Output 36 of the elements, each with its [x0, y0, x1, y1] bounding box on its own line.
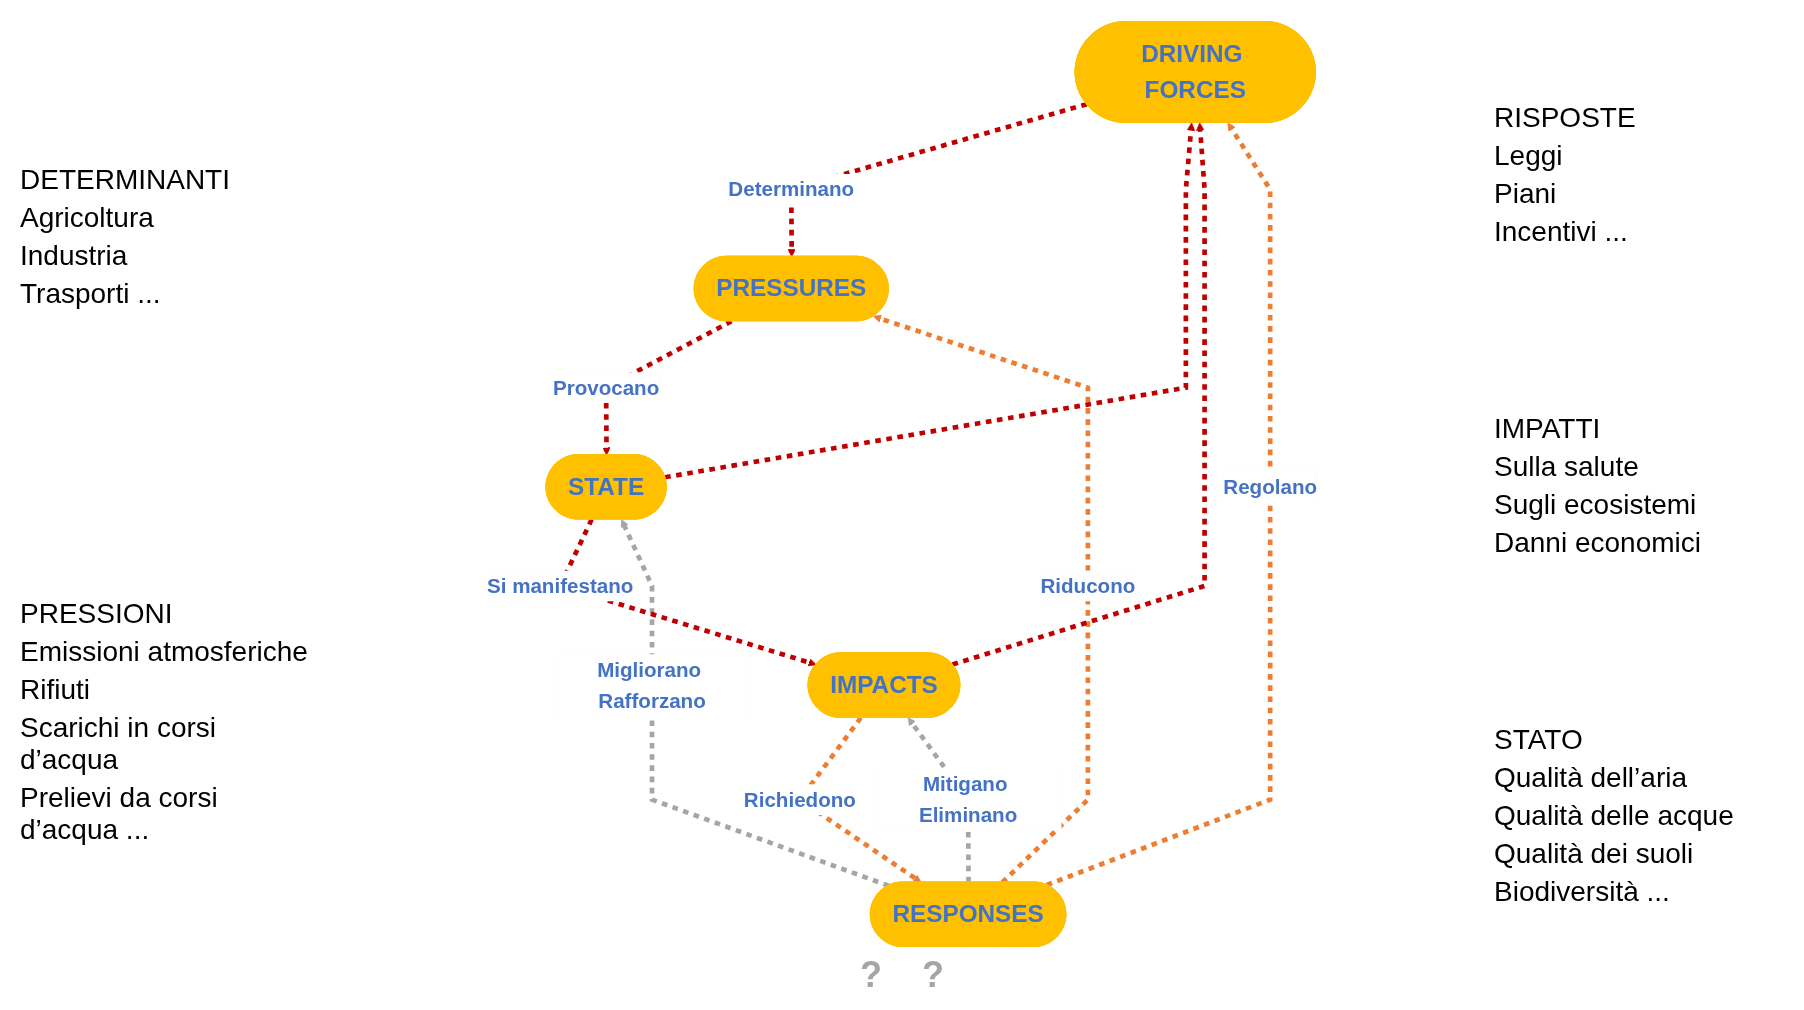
- edge-label: Richiedono: [743, 787, 856, 812]
- edge-label: Mitigano Eliminano: [918, 772, 1018, 827]
- list-item: Incentivi ...: [1494, 216, 1629, 249]
- list-item: Rifiuti: [20, 674, 91, 706]
- category-heading: STATO: [1494, 723, 1584, 756]
- list-item: Sugli ecosistemi: [1494, 489, 1698, 521]
- category-heading: IMPATTI: [1494, 413, 1602, 445]
- list-item: Qualità dell’aria: [1494, 761, 1688, 794]
- edge-label: Riducono: [1040, 574, 1136, 598]
- category-heading: RISPOSTE: [1494, 102, 1637, 135]
- arrow: [1045, 122, 1273, 888]
- list-item: Qualità dei suoli: [1494, 837, 1695, 870]
- edge-label: Si manifestano: [486, 574, 634, 598]
- list-item: Emissioni atmosferiche: [20, 636, 309, 668]
- list-item: Sulla salute: [1494, 451, 1640, 483]
- list-item: Industria: [20, 240, 129, 272]
- question-mark-note: ?: [860, 954, 882, 996]
- list-item: Agricoltura: [20, 202, 155, 234]
- arrow: [951, 122, 1207, 667]
- arrow: [620, 519, 890, 888]
- category-heading: PRESSIONI: [20, 598, 174, 630]
- category-heading: DETERMINANTI: [20, 164, 231, 196]
- edge-label: Regolano: [1223, 475, 1318, 499]
- edge-label: Determinano: [728, 177, 855, 202]
- list-item: Danni economici: [1494, 527, 1702, 559]
- edge-label: Migliorano Rafforzano: [597, 657, 706, 713]
- list-item: Trasporti ...: [20, 278, 162, 310]
- edge-label: Provocano: [552, 375, 660, 400]
- arrow: [664, 122, 1196, 480]
- question-mark-note: ?: [922, 954, 944, 996]
- list-item: Prelievi da corsi d’acqua ...: [20, 782, 219, 846]
- list-item: Leggi: [1494, 140, 1564, 173]
- list-item: Scarichi in corsi d’acqua: [20, 712, 218, 776]
- list-item: Biodiversità ...: [1494, 875, 1671, 908]
- list-item: Piani: [1494, 178, 1558, 211]
- list-item: Qualità delle acque: [1494, 799, 1735, 832]
